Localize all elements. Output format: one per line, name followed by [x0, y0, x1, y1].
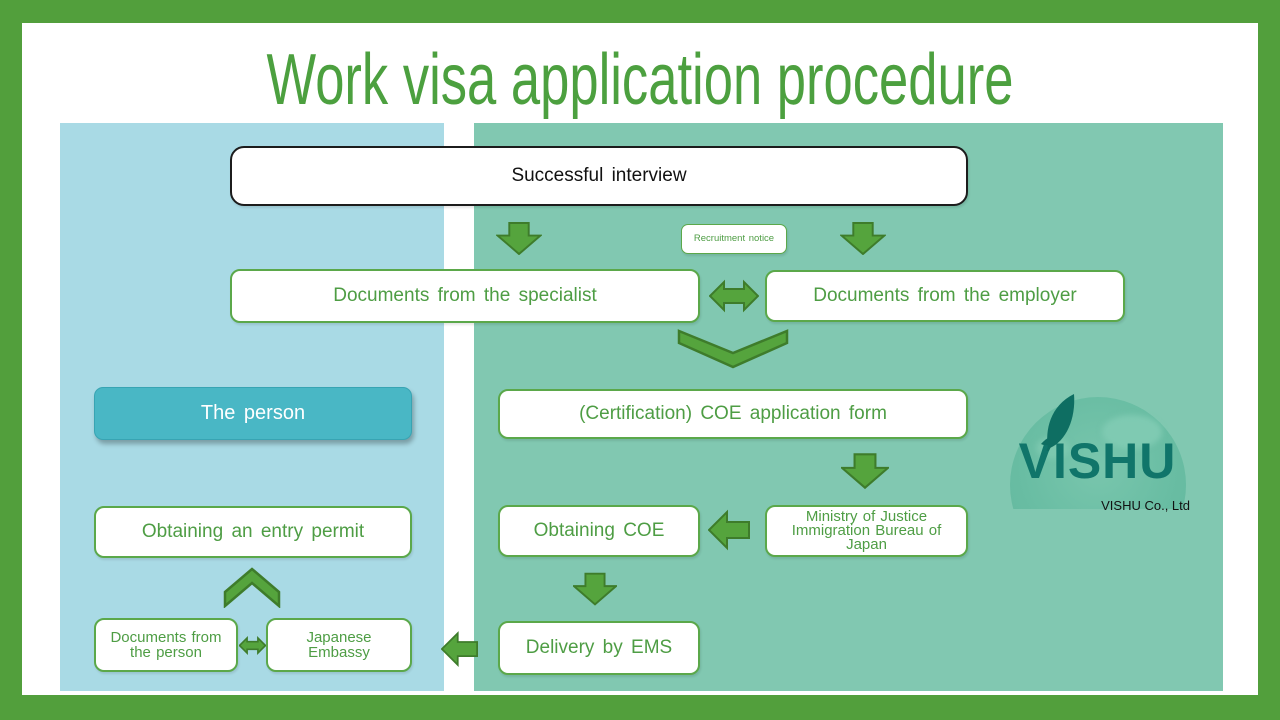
- node-label: Delivery by EMS: [525, 637, 673, 659]
- node-label-line: Ministry of Justice: [805, 507, 928, 525]
- node-label-line: Documents from: [110, 629, 222, 646]
- node-the-person: The person: [94, 387, 412, 440]
- double-arrow-icon: [709, 277, 759, 315]
- down-arrow-icon: [841, 452, 889, 490]
- logo-company-name: VISHU Co., Ltd: [1101, 498, 1190, 513]
- node-label: Recruitment notice: [693, 233, 775, 245]
- node-label: Obtaining COE: [533, 520, 665, 542]
- node-documents-employer: Documents from the employer: [765, 270, 1125, 322]
- logo-brand-text: VISHU: [1018, 433, 1177, 489]
- node-obtaining-coe: Obtaining COE: [498, 505, 700, 557]
- node-label: Obtaining an entry permit: [141, 521, 365, 543]
- node-delivery-by-ems: Delivery by EMS: [498, 621, 700, 675]
- node-label: The person: [200, 402, 306, 424]
- down-arrow-icon: [496, 222, 542, 255]
- slide-title: Work visa application procedure: [266, 40, 1014, 120]
- node-label: Documents from the specialist: [333, 285, 597, 307]
- node-label: Successful interview: [511, 165, 687, 187]
- down-arrow-icon: [840, 222, 886, 255]
- node-obtaining-entry-permit: Obtaining an entry permit: [94, 506, 412, 558]
- vishu-logo: VISHU VISHU Co., Ltd: [1005, 392, 1190, 522]
- node-coe-application-form: (Certification) COE application form: [498, 389, 968, 439]
- node-label-line: Embassy: [308, 644, 370, 661]
- chevron-down-icon: [677, 329, 789, 369]
- double-arrow-icon: [239, 633, 266, 658]
- node-label-line: Japanese: [306, 629, 372, 646]
- node-label: Documents from the employer: [813, 285, 1077, 307]
- node-label-line: Japan: [846, 536, 887, 554]
- node-documents-specialist: Documents from the specialist: [230, 269, 700, 323]
- node-successful-interview: Successful interview: [230, 146, 968, 206]
- globe-icon: [1010, 397, 1186, 509]
- node-label-line: Immigration Bureau of: [791, 521, 942, 539]
- node-label: (Certification) COE application form: [579, 403, 887, 425]
- left-arrow-icon: [708, 509, 750, 552]
- down-arrow-icon: [573, 571, 617, 607]
- node-recruitment-notice: Recruitment notice: [681, 224, 787, 254]
- chevron-up-icon: [223, 567, 281, 608]
- node-japanese-embassy: Japanese Embassy: [266, 618, 412, 672]
- left-arrow-icon: [441, 626, 478, 673]
- node-ministry-of-justice: Ministry of Justice Immigration Bureau o…: [765, 505, 968, 557]
- node-documents-from-person: Documents from the person: [94, 618, 238, 672]
- leaf-icon: [1039, 392, 1079, 452]
- node-label-line: the person: [130, 644, 202, 661]
